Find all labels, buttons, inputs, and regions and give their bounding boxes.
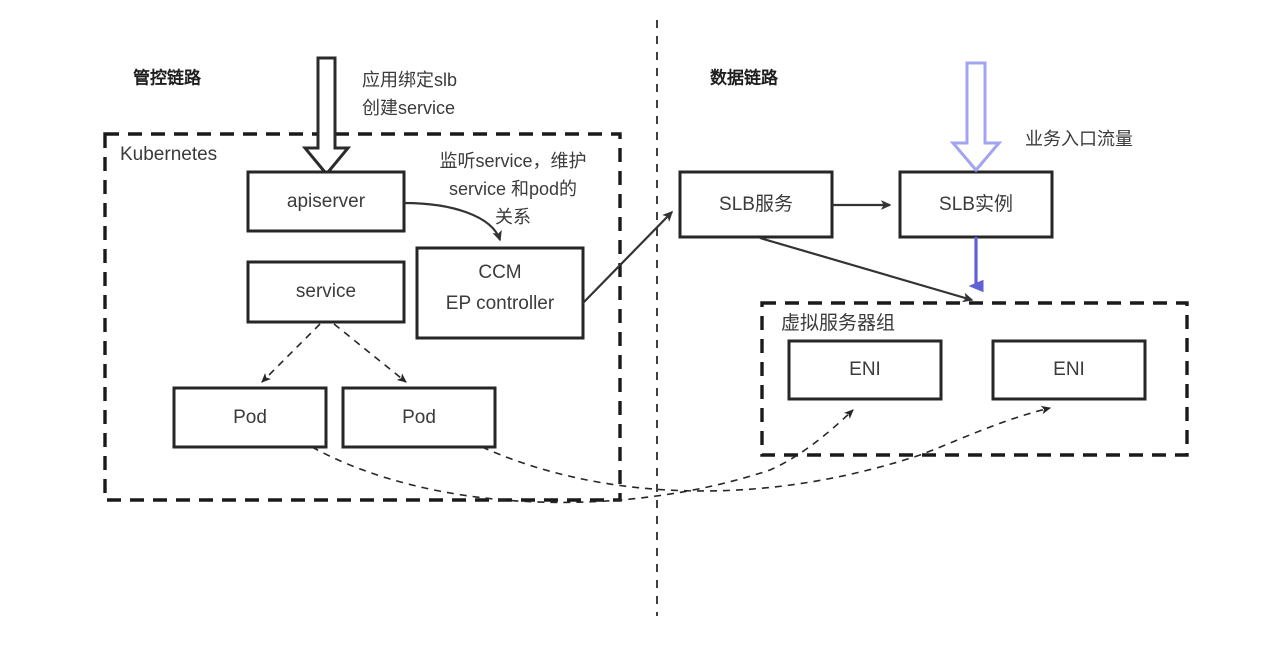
node-pod-2-label: Pod bbox=[402, 407, 436, 428]
node-eni-1-label: ENI bbox=[849, 359, 881, 380]
annotation-watch-line3: 关系 bbox=[495, 207, 531, 227]
node-pod-1-label: Pod bbox=[233, 407, 267, 428]
node-ccm-label-line2: EP controller bbox=[446, 293, 555, 314]
annotation-watch-line2: service 和pod的 bbox=[449, 179, 577, 199]
curve-pod-1-to-eni-1 bbox=[311, 409, 854, 504]
annotation-app-bind-line2: 创建service bbox=[362, 98, 455, 118]
kubernetes-zone bbox=[103, 132, 622, 502]
control-chain-title: 管控链路 bbox=[133, 67, 202, 87]
node-eni-1[interactable] bbox=[787, 339, 943, 401]
arrow-ccm-to-slb-service bbox=[582, 210, 674, 304]
node-slb-service-label: SLB服务 bbox=[719, 193, 793, 215]
node-slb-instance[interactable] bbox=[898, 170, 1054, 239]
node-eni-2-label: ENI bbox=[1053, 359, 1085, 380]
arrow-slb-service-to-vserver-group bbox=[759, 236, 974, 303]
annotation-app-bind-line1: 应用绑定slb bbox=[362, 70, 457, 90]
kubernetes-zone-label: Kubernetes bbox=[120, 144, 217, 165]
node-pod-2[interactable] bbox=[341, 386, 497, 449]
arrow-service-to-pod-2 bbox=[333, 323, 407, 383]
node-ccm-ep-controller[interactable] bbox=[415, 246, 585, 340]
arrow-service-to-pod-1 bbox=[261, 323, 321, 383]
ingress-traffic-block-arrow-icon bbox=[949, 61, 1003, 173]
node-service[interactable] bbox=[246, 260, 406, 324]
vserver-group-label: 虚拟服务器组 bbox=[781, 312, 895, 334]
curve-pod-2-to-eni-2 bbox=[481, 405, 1052, 492]
app-binding-block-arrow-icon bbox=[301, 56, 352, 177]
node-service-label: service bbox=[296, 281, 356, 302]
node-apiserver-label: apiserver bbox=[287, 191, 366, 212]
node-ccm-label-line1: CCM bbox=[478, 262, 521, 283]
arrow-apiserver-to-ccm bbox=[403, 201, 502, 242]
vserver-group-zone bbox=[760, 301, 1189, 457]
annotation-ingress-traffic: 业务入口流量 bbox=[1025, 129, 1133, 149]
node-pod-1[interactable] bbox=[172, 386, 328, 449]
data-chain-title: 数据链路 bbox=[710, 67, 779, 87]
annotation-watch-line1: 监听service，维护 bbox=[439, 151, 586, 171]
node-eni-2[interactable] bbox=[991, 339, 1147, 401]
node-slb-instance-label: SLB实例 bbox=[939, 193, 1013, 215]
node-apiserver[interactable] bbox=[246, 170, 406, 233]
